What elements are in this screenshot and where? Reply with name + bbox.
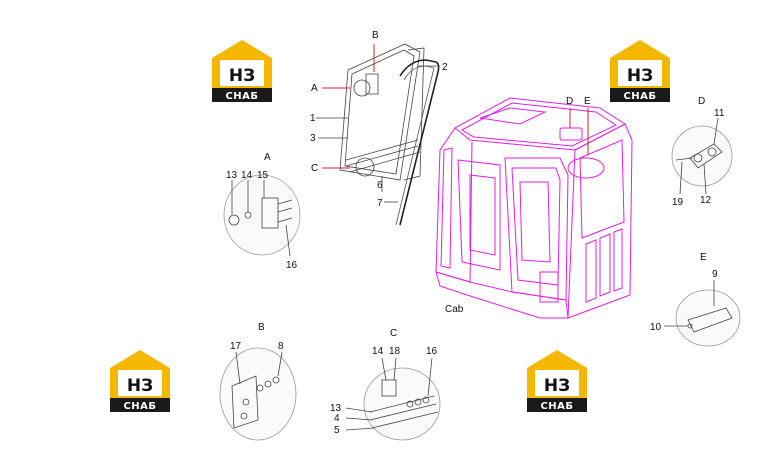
detail-C — [345, 357, 441, 441]
logo-top-text: НЗ — [127, 376, 153, 396]
detail-C-label-13: 13 — [330, 403, 342, 414]
logo-watermark: НЗ СНАБ — [212, 40, 272, 102]
detail-C-label-16: 16 — [426, 346, 438, 357]
detail-D-label-11: 11 — [714, 108, 725, 119]
detail-E-title: E — [700, 252, 707, 263]
callout-6: 6 — [377, 180, 383, 191]
detail-C-label-18: 18 — [389, 346, 401, 357]
callout-7: 7 — [377, 198, 383, 209]
detail-D-title: D — [698, 96, 705, 107]
callout-E-top: E — [584, 96, 591, 107]
detail-A — [223, 174, 301, 257]
detail-B-title: B — [258, 322, 265, 333]
detail-A-label-15: 15 — [257, 170, 269, 181]
callout-1: 1 — [310, 113, 316, 124]
detail-C-label-5: 5 — [334, 425, 340, 436]
detail-B-label-8: 8 — [278, 341, 284, 352]
detail-C-label-14: 14 — [372, 346, 384, 357]
main-caption: Cab — [445, 304, 464, 315]
logo-bottom-text: СНАБ — [540, 401, 573, 412]
detail-E-label-10: 10 — [650, 322, 662, 333]
logo-top-text: НЗ — [627, 66, 653, 86]
callout-B: B — [372, 30, 379, 41]
logo-watermark: НЗ СНАБ — [610, 40, 670, 102]
logo-bottom-text: СНАБ — [623, 91, 656, 102]
detail-A-label-16: 16 — [286, 260, 298, 271]
detail-D-label-19: 19 — [672, 197, 684, 208]
detail-B-label-17: 17 — [230, 341, 242, 352]
logo-bottom-text: СНАБ — [225, 91, 258, 102]
callout-A: A — [311, 83, 318, 94]
detail-D-label-12: 12 — [700, 195, 712, 206]
cab-illustration — [435, 97, 633, 319]
detail-B — [219, 347, 297, 441]
detail-A-label-13: 13 — [226, 170, 238, 181]
detail-A-label-14: 14 — [241, 170, 253, 181]
callout-3: 3 — [310, 133, 316, 144]
detail-C-title: C — [390, 328, 397, 339]
callout-C: C — [311, 163, 318, 174]
detail-A-title: A — [264, 152, 271, 163]
detail-D — [671, 117, 733, 195]
detail-E-label-9: 9 — [712, 269, 718, 280]
detail-E — [664, 280, 741, 347]
logo-top-text: НЗ — [544, 376, 570, 396]
logo-watermark: НЗ СНАБ — [110, 350, 170, 412]
callout-2: 2 — [442, 62, 448, 73]
logo-group: НЗ СНАБ НЗ СНАБ НЗ СНАБ НЗ СНАБ — [110, 40, 670, 412]
logo-bottom-text: СНАБ — [123, 401, 156, 412]
logo-top-text: НЗ — [229, 66, 255, 86]
detail-C-label-4: 4 — [334, 413, 340, 424]
window-assembly — [316, 43, 440, 226]
logo-watermark: НЗ СНАБ — [527, 350, 587, 412]
callout-D-top: D — [566, 96, 573, 107]
